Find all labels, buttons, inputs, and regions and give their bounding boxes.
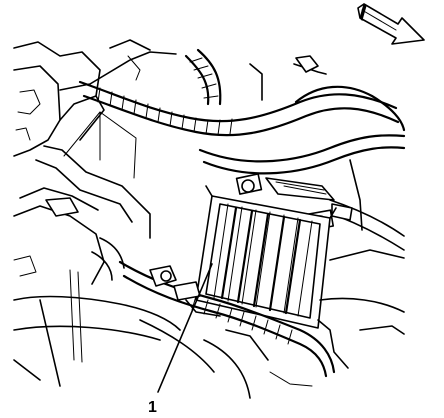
upper-wiring-harness — [78, 48, 406, 137]
lower-right-body-structure — [203, 249, 405, 399]
front-arrow-icon — [357, 3, 425, 45]
upper-left-body-structure — [13, 39, 177, 157]
radiator-support-frame — [35, 111, 151, 239]
cooler-lines — [118, 260, 336, 378]
callout-1: 1 — [148, 263, 213, 416]
oil-cooler-assembly — [195, 185, 337, 329]
lower-left-body-structure — [13, 187, 215, 387]
callout-1-label: 1 — [148, 399, 157, 416]
